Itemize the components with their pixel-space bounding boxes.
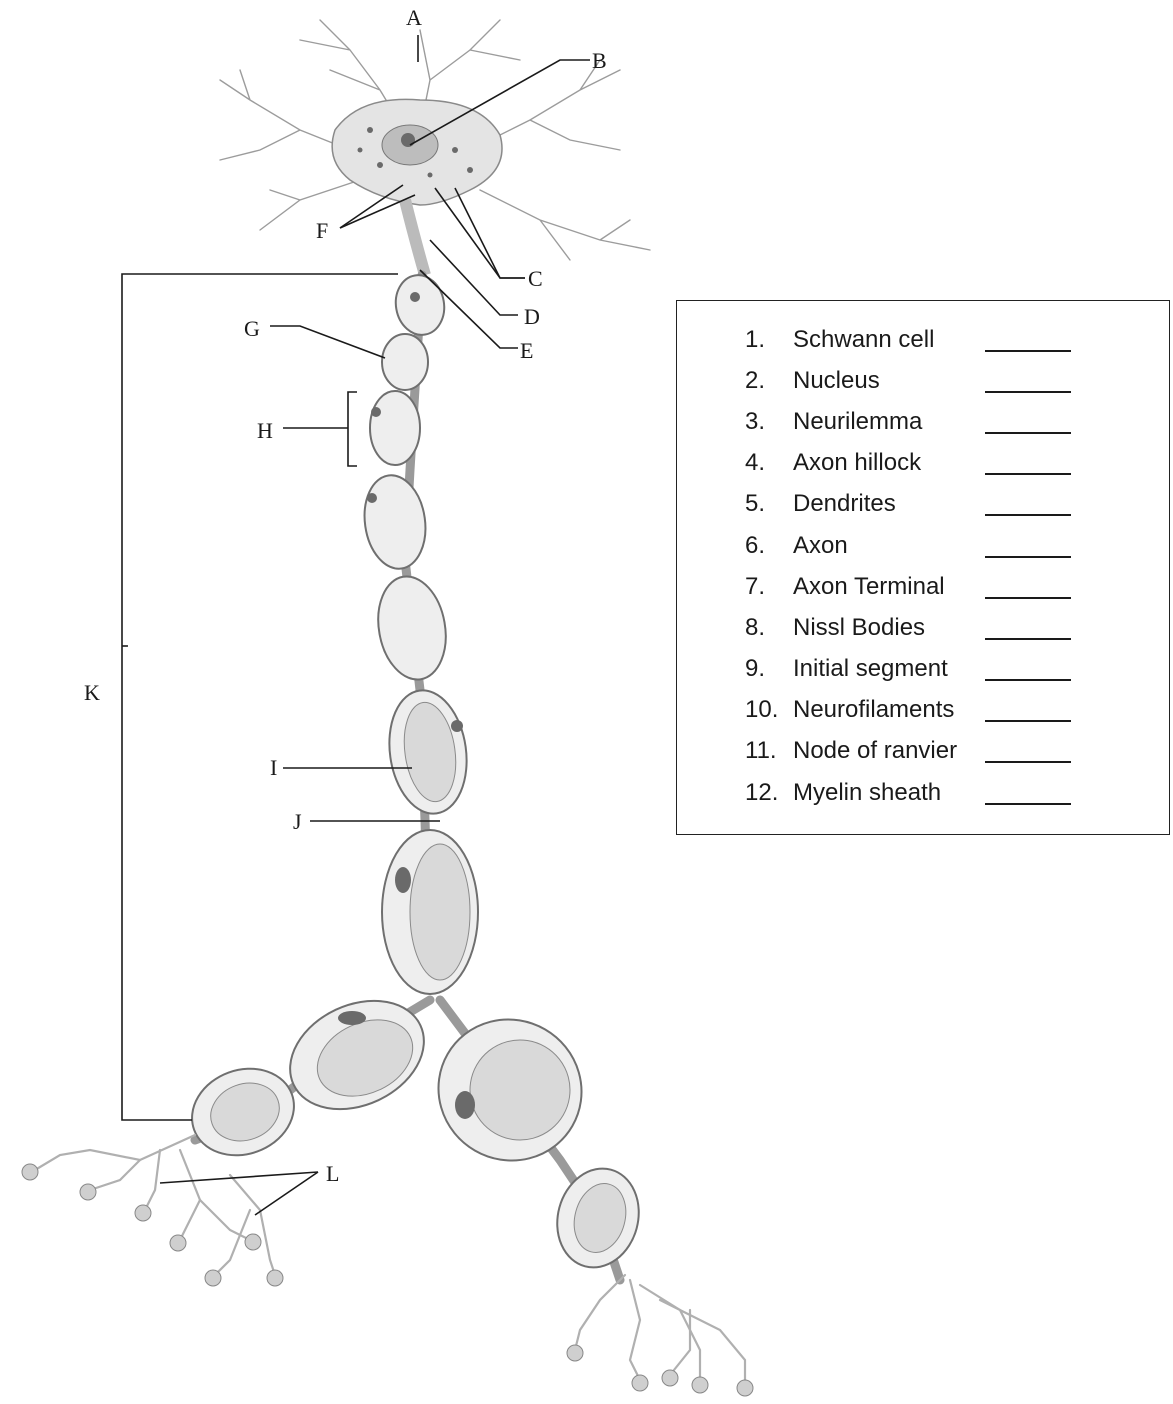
callout-b: B: [592, 48, 607, 73]
legend-item-term: Dendrites: [793, 490, 985, 518]
legend-item-term: Initial segment: [793, 655, 985, 683]
legend-item-term: Nucleus: [793, 367, 985, 395]
legend-item-number: 1.: [745, 326, 793, 354]
legend-item-term: Axon hillock: [793, 449, 985, 477]
legend-item-term: Neurofilaments: [793, 696, 985, 724]
legend-item: 8.Nissl Bodies: [745, 607, 1071, 648]
answer-blank[interactable]: [985, 473, 1071, 475]
answer-blank[interactable]: [985, 638, 1071, 640]
legend-item-term: Axon Terminal: [793, 573, 985, 601]
legend-item-number: 6.: [745, 532, 793, 560]
axon-terminals: [22, 1135, 753, 1396]
legend-item-term: Axon: [793, 532, 985, 560]
legend-item: 2.Nucleus: [745, 360, 1071, 401]
legend-item: 1.Schwann cell: [745, 319, 1071, 360]
callout-d: D: [524, 304, 540, 329]
answer-blank[interactable]: [985, 597, 1071, 599]
legend-item-term: Nissl Bodies: [793, 614, 985, 642]
legend-item-number: 9.: [745, 655, 793, 683]
legend-item: 4.Axon hillock: [745, 443, 1071, 484]
legend-item-term: Myelin sheath: [793, 779, 985, 807]
legend-item: 3.Neurilemma: [745, 401, 1071, 442]
legend-item-number: 12.: [745, 779, 793, 807]
legend-item: 11.Node of ranvier: [745, 731, 1071, 772]
neuron-cell-body: [220, 20, 650, 275]
axon-myelin-segments: [359, 271, 478, 994]
legend-item-term: Neurilemma: [793, 408, 985, 436]
callout-l: L: [326, 1161, 339, 1186]
callout-i: I: [270, 755, 277, 780]
legend-item-number: 3.: [745, 408, 793, 436]
answer-blank[interactable]: [985, 803, 1071, 805]
callout-f: F: [316, 218, 328, 243]
legend-box: 1.Schwann cell2.Nucleus3.Neurilemma4.Axo…: [676, 300, 1170, 835]
legend-item-number: 4.: [745, 449, 793, 477]
answer-blank[interactable]: [985, 761, 1071, 763]
legend-item-term: Node of ranvier: [793, 737, 985, 765]
answer-blank[interactable]: [985, 556, 1071, 558]
answer-blank[interactable]: [985, 720, 1071, 722]
answer-blank[interactable]: [985, 514, 1071, 516]
legend-item: 6.Axon: [745, 525, 1071, 566]
callout-g: G: [244, 316, 260, 341]
legend-item-number: 2.: [745, 367, 793, 395]
answer-blank[interactable]: [985, 391, 1071, 393]
callout-h: H: [257, 418, 273, 443]
legend-item-number: 5.: [745, 490, 793, 518]
answer-blank[interactable]: [985, 679, 1071, 681]
callout-j: J: [293, 809, 302, 834]
legend-item: 9.Initial segment: [745, 649, 1071, 690]
legend-item: 10.Neurofilaments: [745, 690, 1071, 731]
callout-a: A: [406, 5, 422, 30]
legend-item-number: 7.: [745, 573, 793, 601]
legend-item-term: Schwann cell: [793, 326, 985, 354]
callout-c: C: [528, 266, 543, 291]
callout-e: E: [520, 338, 533, 363]
legend-list: 1.Schwann cell2.Nucleus3.Neurilemma4.Axo…: [745, 319, 1071, 813]
answer-blank[interactable]: [985, 432, 1071, 434]
legend-item: 7.Axon Terminal: [745, 566, 1071, 607]
legend-item: 5.Dendrites: [745, 484, 1071, 525]
legend-item-number: 10.: [745, 696, 793, 724]
answer-blank[interactable]: [985, 350, 1071, 352]
legend-item-number: 11.: [745, 737, 793, 765]
legend-item: 12.Myelin sheath: [745, 772, 1071, 813]
callout-k: K: [84, 680, 100, 705]
legend-item-number: 8.: [745, 614, 793, 642]
